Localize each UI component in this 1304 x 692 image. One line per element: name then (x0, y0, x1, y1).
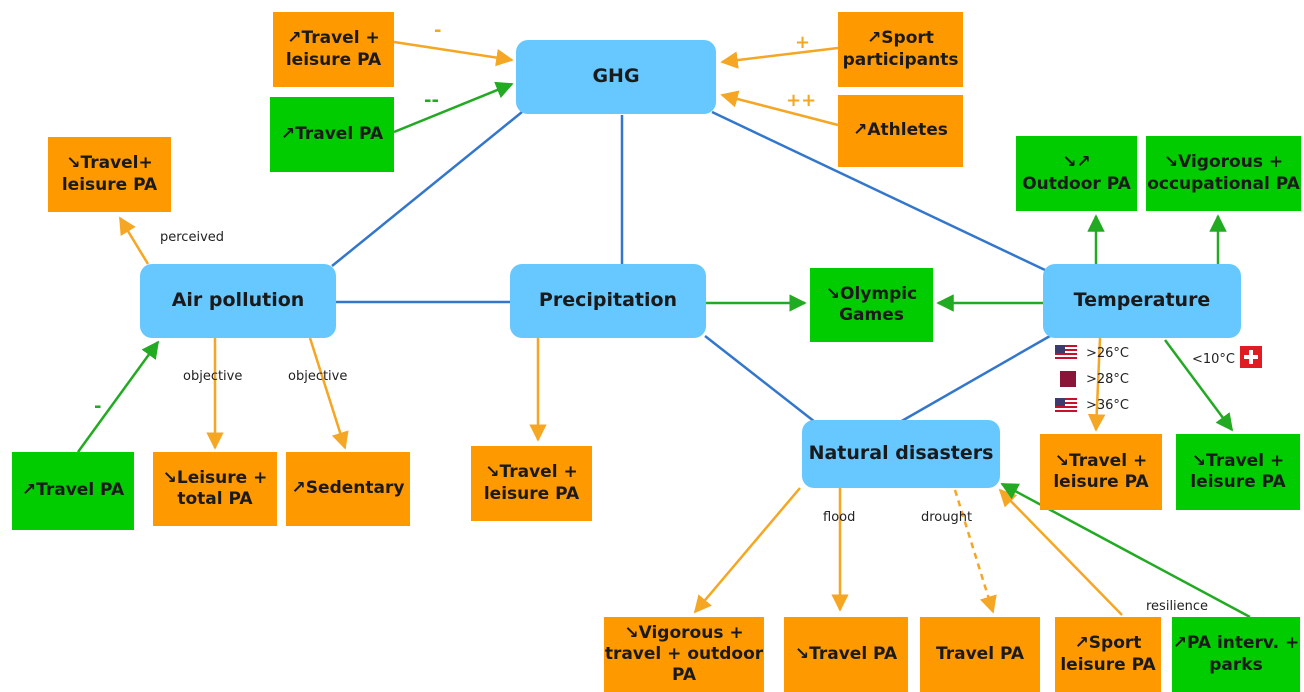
label-resilience: resilience (1146, 599, 1209, 614)
label-gt26: >26°C (1086, 346, 1130, 361)
sign-ghg-travel-leisure: - (434, 20, 442, 41)
box-olympic-games[interactable]: ↘Olympic Games (810, 268, 933, 342)
swiss-flag-icon (1240, 346, 1262, 368)
arrow-air-sedentary (308, 337, 349, 450)
link-temp-natural (899, 334, 1051, 424)
box-air-sedentary[interactable]: ↗Sedentary (286, 452, 410, 526)
label-objective-sedentary: objective (288, 369, 348, 384)
box-ghg-athletes[interactable]: ↗Athletes (838, 95, 963, 167)
arrow-temp-travel-leisure-cold (1163, 339, 1234, 432)
arrow-nd-travel-drought (953, 489, 997, 614)
box-nd-sport-leisure-pa[interactable]: ↗Sport leisure PA (1055, 617, 1161, 692)
arrow-sport-leisure-nd (998, 488, 1123, 616)
hub-temperature[interactable]: Temperature (1043, 264, 1241, 338)
box-air-leisure-total-pa[interactable]: ↘Leisure + total PA (153, 452, 277, 526)
us-flag-icon-2 (1055, 398, 1077, 412)
hub-links (331, 110, 1051, 424)
label-drought: drought (921, 510, 973, 525)
arrow-travel-leisure-ghg (393, 40, 514, 67)
label-lt10: <10°C (1192, 352, 1236, 367)
qatar-flag-icon (1060, 371, 1076, 387)
arrow-air-travel-leisure (118, 216, 150, 265)
box-nd-travel-pa-flood[interactable]: ↘Travel PA (784, 617, 908, 692)
label-flood: flood (823, 510, 856, 525)
box-precip-travel-leisure-pa[interactable]: ↘Travel + leisure PA (471, 446, 592, 521)
sign-ghg-sport: + (795, 32, 811, 53)
box-nd-travel-pa-drought[interactable]: Travel PA (920, 617, 1040, 692)
sign-air-travel: - (94, 396, 102, 417)
box-ghg-sport-participants[interactable]: ↗Sport participants (838, 12, 963, 87)
box-air-travel-pa[interactable]: ↗Travel PA (12, 452, 134, 530)
arrow-travel-air (76, 340, 160, 453)
hub-precipitation[interactable]: Precipitation (510, 264, 706, 338)
box-temp-travel-leisure-pa-cold[interactable]: ↘Travel + leisure PA (1176, 434, 1300, 510)
hub-natural-disasters[interactable]: Natural disasters (802, 420, 1000, 488)
box-ghg-travel-pa[interactable]: ↗Travel PA (270, 97, 394, 172)
orange-arrows (118, 40, 1123, 616)
box-air-travel-leisure-pa[interactable]: ↘Travel+ leisure PA (48, 137, 171, 212)
arrow-athletes-ghg (720, 90, 839, 127)
arrow-travel-ghg (393, 81, 514, 134)
label-gt28: >28°C (1086, 372, 1130, 387)
box-nd-vigorous-travel-outdoor-pa[interactable]: ↘Vigorous + travel + outdoor PA (604, 617, 764, 692)
sign-ghg-travel: -- (424, 90, 439, 111)
arrow-sport-ghg (720, 46, 839, 69)
arrow-nd-vigorous (693, 487, 801, 614)
box-temp-vigorous-occupational-pa[interactable]: ↘Vigorous + occupational PA (1146, 136, 1301, 211)
box-nd-pa-interv-parks[interactable]: ↗PA interv. + parks (1172, 617, 1300, 692)
label-perceived: perceived (160, 230, 225, 245)
us-flag-icon (1055, 345, 1077, 359)
link-ghg-air (331, 111, 523, 267)
hub-air-pollution[interactable]: Air pollution (140, 264, 336, 338)
box-temp-outdoor-pa[interactable]: ↘↗ Outdoor PA (1016, 136, 1137, 211)
link-ghg-temp (711, 110, 1046, 272)
link-precip-natural (704, 335, 816, 423)
box-ghg-travel-leisure-pa[interactable]: ↗Travel + leisure PA (273, 12, 394, 87)
arrow-temp-travel-leisure-hot (1087, 337, 1106, 432)
label-gt36: >36°C (1086, 398, 1130, 413)
sign-ghg-athletes: ++ (786, 90, 817, 111)
label-objective-leisure: objective (183, 369, 243, 384)
box-temp-travel-leisure-pa-hot[interactable]: ↘Travel + leisure PA (1040, 434, 1162, 510)
hub-ghg[interactable]: GHG (516, 40, 716, 114)
